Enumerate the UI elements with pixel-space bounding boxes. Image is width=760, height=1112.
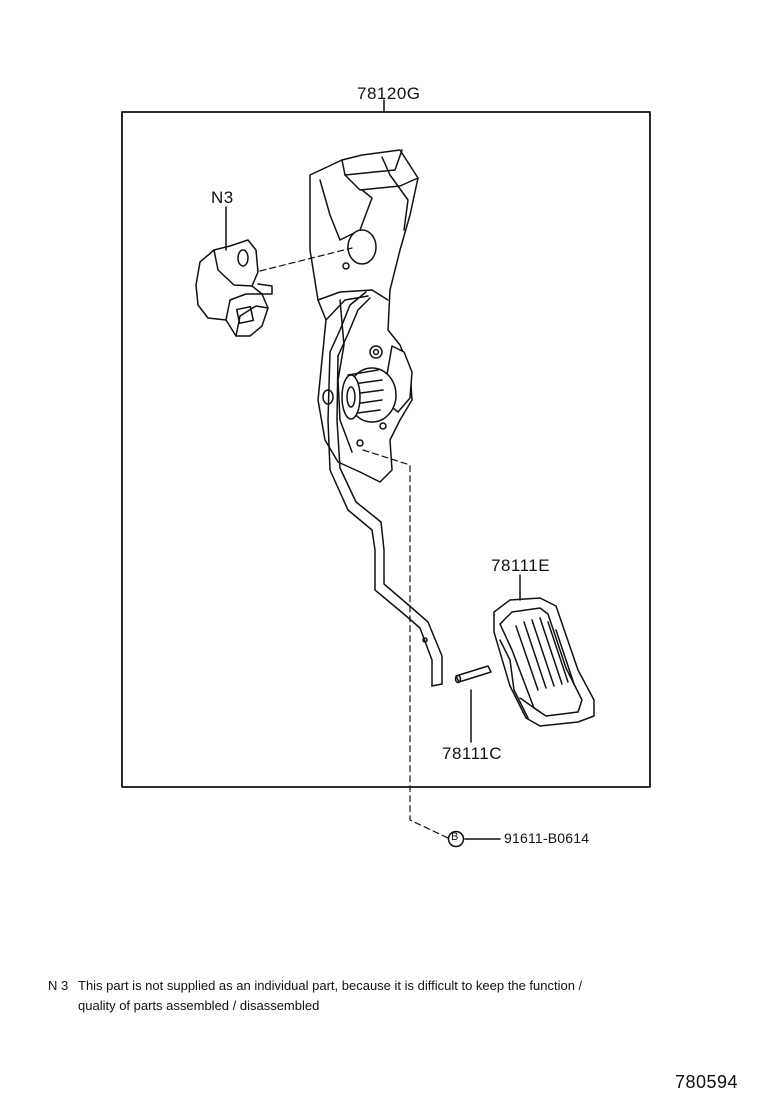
pedal-pad bbox=[493, 597, 595, 727]
pedal-pin bbox=[454, 665, 492, 684]
sensor-code: N3 bbox=[211, 188, 234, 207]
footnote-code: N 3 bbox=[48, 978, 69, 993]
assembly-part-number: 78120G bbox=[357, 84, 421, 103]
pad-part-number: 78111E bbox=[491, 556, 551, 575]
pin-part-number: 78111C bbox=[442, 744, 503, 763]
footnote-line-2: quality of parts assembled / disassemble… bbox=[78, 998, 320, 1013]
pedal-bracket bbox=[309, 149, 419, 483]
sensor-dashed-leader bbox=[259, 247, 353, 272]
bolt-marker-circle bbox=[447, 830, 465, 848]
figure-id: 780594 bbox=[675, 1072, 739, 1092]
assembly-box bbox=[121, 111, 651, 788]
bolt-part-number: 91611-B0614 bbox=[504, 830, 590, 846]
bolt-marker-letter: B bbox=[451, 831, 459, 843]
footnote-line-1: This part is not supplied as an individu… bbox=[78, 978, 583, 993]
return-spring bbox=[341, 367, 397, 423]
pedal-arm bbox=[327, 291, 443, 687]
pedal-sensor bbox=[195, 239, 273, 337]
bolt-dashed-leader bbox=[362, 449, 449, 839]
